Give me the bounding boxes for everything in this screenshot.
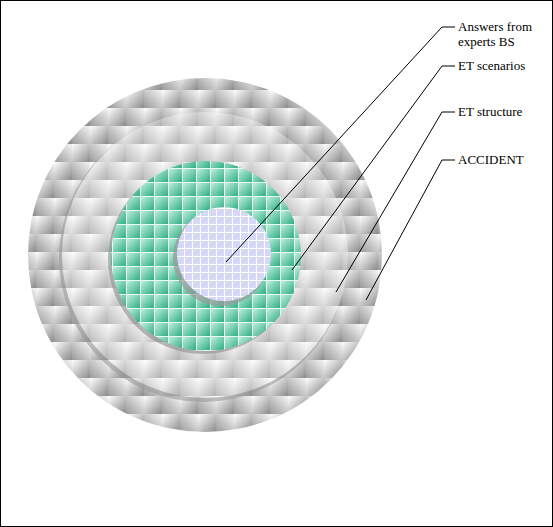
leader-line	[366, 160, 455, 300]
leader-line	[226, 27, 455, 262]
scenarios-ring-node: ET scenariosAnswers from experts BS	[111, 161, 301, 351]
answers-disc	[177, 207, 271, 301]
structure-ring-node: ET structureET scenariosAnswers from exp…	[62, 112, 348, 398]
ring-label: Answers from experts BS	[458, 19, 546, 49]
answers-disc-node: Answers from experts BS	[177, 207, 271, 301]
accident-ring	[28, 78, 382, 432]
ring-label: ET structure	[458, 104, 522, 119]
leader-line	[292, 66, 455, 270]
ring-label: ACCIDENT	[458, 152, 524, 167]
structure-ring	[62, 112, 348, 398]
leader-line	[336, 112, 455, 292]
accident-ring-node: ACCIDENTET structureET scenariosAnswers …	[28, 78, 382, 432]
scenarios-ring	[111, 161, 301, 351]
ring-label: ET scenarios	[458, 58, 525, 73]
